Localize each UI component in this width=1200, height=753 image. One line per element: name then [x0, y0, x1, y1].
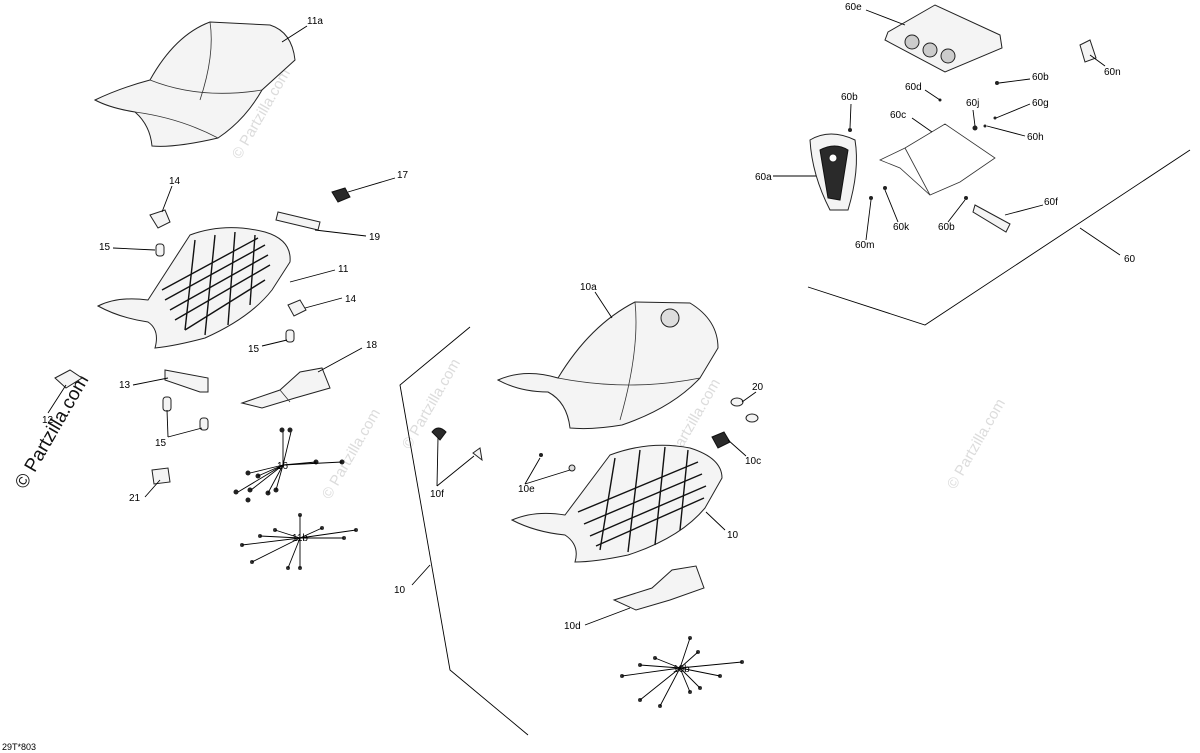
part-12-latch — [54, 369, 83, 389]
label-60b-top: 60b — [1032, 72, 1049, 83]
part-20-grommet — [730, 397, 759, 423]
label-60c: 60c — [890, 110, 906, 121]
label-60: 60 — [1124, 254, 1136, 265]
part-19-strap — [275, 211, 321, 231]
part-18-shield — [240, 367, 331, 409]
label-60m: 60m — [855, 240, 874, 251]
part-13-hinge-plate — [164, 369, 209, 393]
label-15-middle: 15 — [248, 344, 260, 355]
part-60f-strap — [972, 204, 1011, 233]
label-10b: 10b — [673, 664, 690, 675]
frame-60 — [807, 149, 1191, 326]
part-60c-frame — [879, 123, 996, 196]
label-15-lower: 15 — [155, 438, 167, 449]
label-18: 18 — [366, 340, 378, 351]
label-10e: 10e — [518, 484, 535, 495]
label-11a: 11a — [307, 16, 323, 27]
label-60e: 60e — [845, 2, 862, 13]
watermarks: © Partzilla.com © Partzilla.com © Partzi… — [229, 66, 1009, 502]
watermark-faint-2: © Partzilla.com — [319, 406, 384, 502]
label-11b: 11b — [292, 533, 308, 544]
part-10f-hooks — [431, 427, 483, 462]
callout-labels: 11a 14 17 19 15 11 14 15 18 13 12 15 16 … — [42, 2, 1136, 675]
drawing-code: 29T*803 — [2, 742, 36, 752]
part-15-spacers — [155, 243, 295, 431]
label-17: 17 — [397, 170, 409, 181]
label-19: 19 — [369, 232, 381, 243]
part-10e-fasteners — [539, 453, 576, 472]
label-10a: 10a — [580, 282, 597, 293]
part-60-small-hardware — [848, 81, 999, 200]
part-21-label — [151, 467, 171, 485]
label-60b-left: 60b — [841, 92, 858, 103]
label-14-upper: 14 — [169, 176, 181, 187]
label-60j: 60j — [966, 98, 979, 109]
group-frames — [399, 149, 1191, 736]
label-20: 20 — [752, 382, 764, 393]
part-14-bracket-lower — [287, 299, 307, 317]
label-60a: 60a — [755, 172, 772, 183]
part-10-seat-base — [510, 444, 723, 563]
label-60d: 60d — [905, 82, 922, 93]
label-10d: 10d — [564, 621, 581, 632]
part-10c-clip — [711, 431, 731, 449]
label-12: 12 — [42, 415, 54, 426]
part-60n-tag — [1079, 39, 1097, 63]
part-10d-shield — [612, 565, 705, 611]
watermark-main: © Partzilla.com — [11, 371, 93, 492]
part-10a-seat-cover — [496, 301, 719, 430]
label-11: 11 — [338, 264, 349, 275]
part-60e-tray — [884, 4, 1003, 73]
label-14-lower: 14 — [345, 294, 357, 305]
label-10: 10 — [727, 530, 739, 541]
label-10c: 10c — [745, 456, 761, 467]
label-60b-bottom: 60b — [938, 222, 955, 233]
part-11-seat-base — [96, 227, 291, 349]
label-10f: 10f — [430, 489, 444, 500]
watermark-faint-3: © Partzilla.com — [399, 356, 464, 452]
label-60g: 60g — [1032, 98, 1049, 109]
label-60f: 60f — [1044, 197, 1058, 208]
part-60a-backrest — [809, 133, 857, 211]
label-10-frame: 10 — [394, 585, 406, 596]
label-60h: 60h — [1027, 132, 1044, 143]
leader-lines — [47, 9, 1121, 707]
label-16: 16 — [277, 461, 289, 472]
part-14-bracket-upper — [149, 209, 171, 229]
label-60n: 60n — [1104, 67, 1121, 78]
frame-10 — [399, 326, 529, 736]
part-11a-seat-cover — [93, 21, 296, 147]
label-21: 21 — [129, 493, 141, 504]
label-13: 13 — [119, 380, 131, 391]
part-17-clip — [331, 187, 351, 203]
label-15-upper: 15 — [99, 242, 111, 253]
watermark-faint-5: © Partzilla.com — [944, 396, 1009, 492]
label-60k: 60k — [893, 222, 910, 233]
